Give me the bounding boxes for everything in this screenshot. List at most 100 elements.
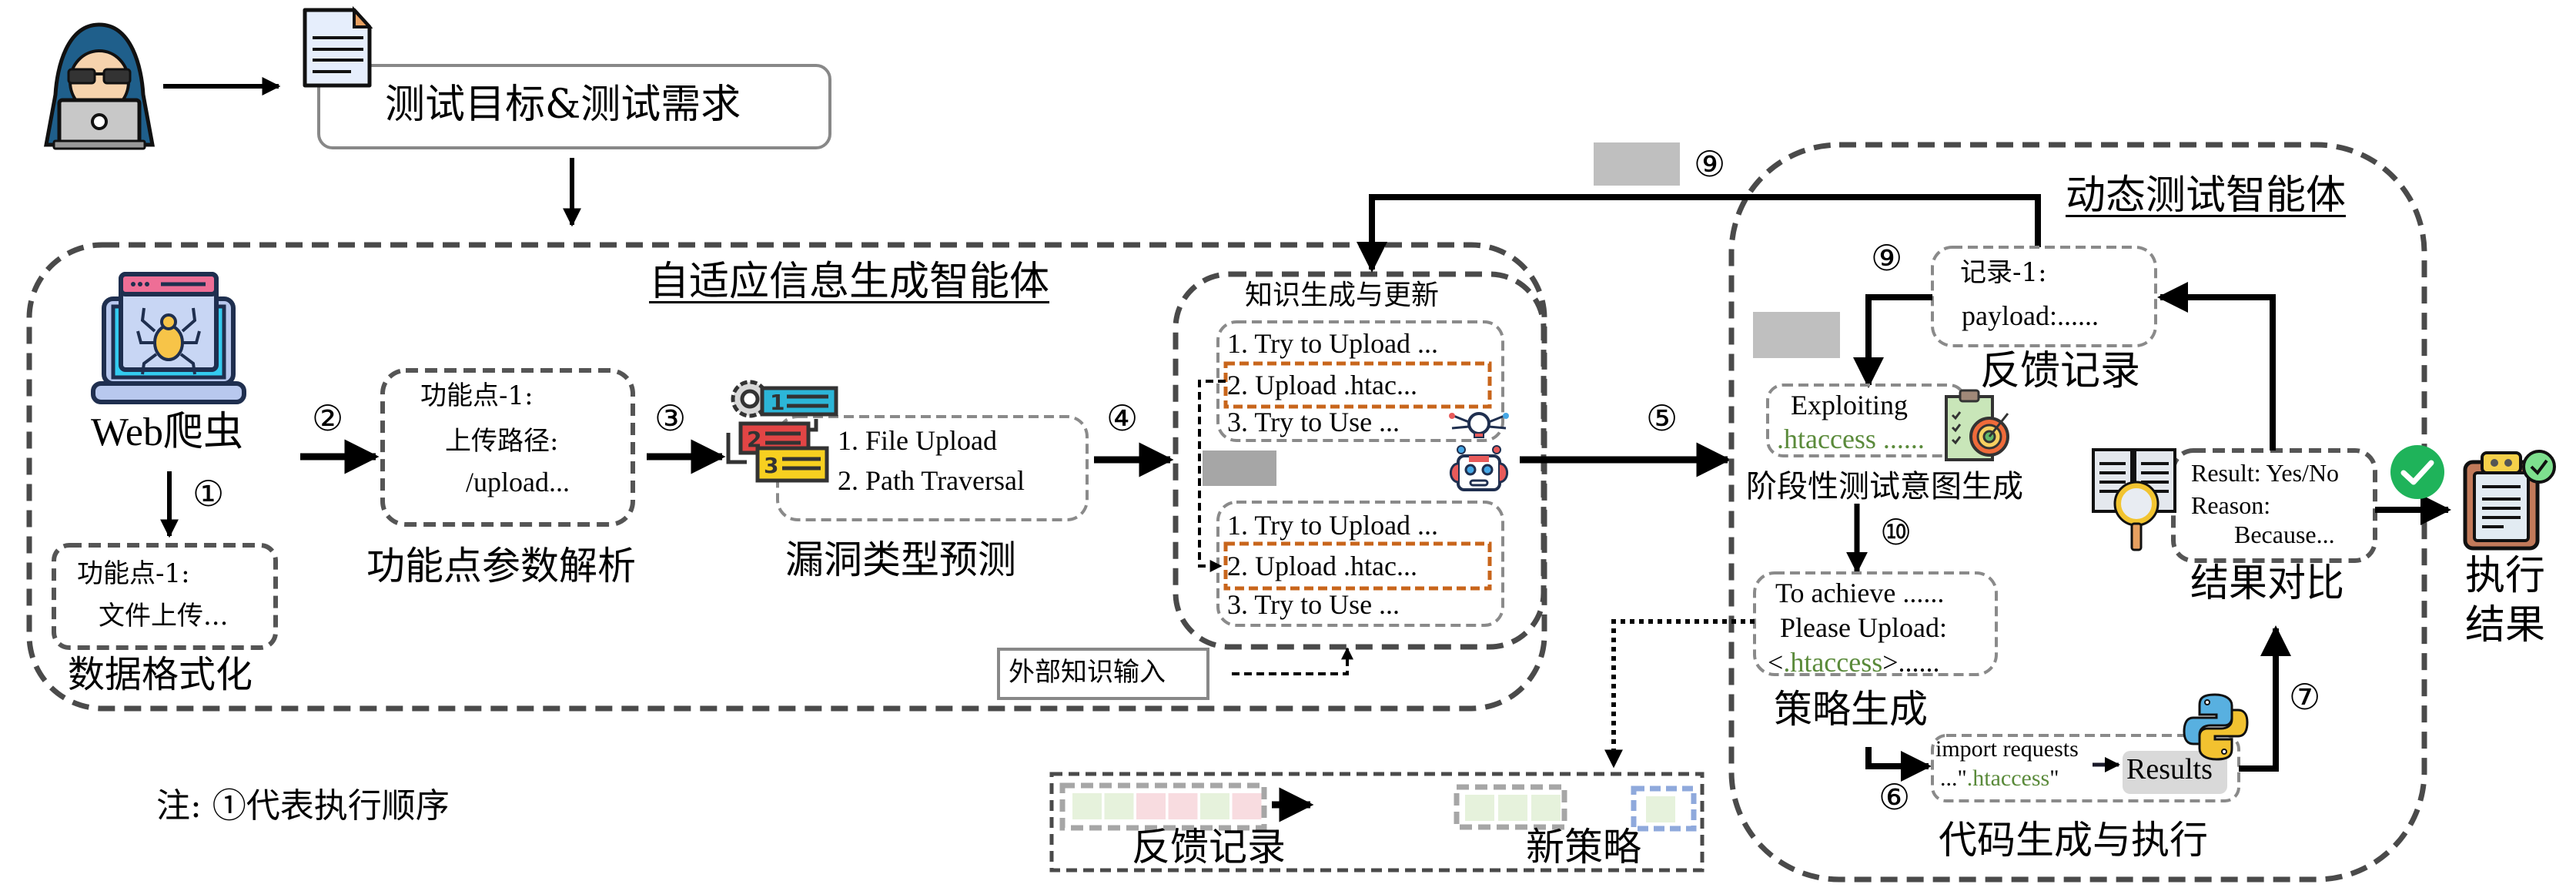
data-format-box: [52, 543, 278, 650]
dynamic-agent-title: 动态测试智能体: [2066, 173, 2347, 219]
clipboard-target-icon: [1945, 389, 2009, 461]
code-caption: 代码生成与执行: [1939, 818, 2208, 863]
knowledge-list-b-highlight: [1223, 541, 1492, 591]
spider-browser-icon: [91, 272, 246, 404]
code-line2-post: ": [2049, 765, 2059, 791]
input-title: 测试目标&测试需求: [385, 82, 741, 128]
code-box: [1931, 734, 2240, 802]
code-line1: import requests: [1935, 736, 2079, 762]
arrow-step6: [1865, 747, 1932, 782]
knowledge-b-2: 2. Upload .htac...: [1227, 551, 1417, 581]
panel-left-caption: 反馈记录: [1132, 825, 1286, 869]
strategy-line2: Please Upload:: [1780, 612, 1947, 643]
document-icon: [303, 5, 373, 88]
knowledge-a-1: 1. Try to Upload ...: [1227, 328, 1439, 359]
external-input-arrow: [1232, 647, 1353, 675]
feedback-cell-success: [1104, 793, 1134, 819]
bottom-panel-box: [1049, 772, 1705, 873]
step-6: ⑥: [1878, 776, 1911, 818]
svg-text:2: 2: [747, 427, 761, 452]
arrow-step9-to-knowledge: [1357, 194, 2041, 273]
vuln-caption: 漏洞类型预测: [785, 538, 1016, 582]
feedback-cell-success: [1072, 793, 1102, 819]
intent-caption: 阶段性测试意图生成: [1746, 469, 2023, 504]
compare-line1: Result: Yes/No: [2191, 459, 2340, 487]
step-2: ②: [312, 397, 344, 439]
step-5: ⑤: [1646, 397, 1678, 439]
strategy-cell-success: [1531, 795, 1561, 821]
feedback-cell-fail: [1232, 793, 1262, 819]
strategy-caption: 策略生成: [1774, 687, 1928, 732]
hacker-icon: [43, 22, 156, 150]
vuln-item-2: 2. Path Traversal: [838, 465, 1025, 496]
compare-caption: 结果对比: [2190, 561, 2344, 605]
arrow-step9-to-intent: [1853, 294, 1932, 388]
results-chip-bg: [2123, 751, 2227, 794]
arrow-step8-to-feedback: [2157, 282, 2276, 451]
redacted-block-2: [1594, 142, 1680, 186]
panel-right-caption: 新策略: [1526, 825, 1641, 869]
feedback-caption: 反馈记录: [1980, 348, 2141, 394]
result-caption-1: 执行: [2465, 553, 2546, 599]
feedback-line1: 记录-1:: [1960, 257, 2047, 288]
knowledge-a-2: 2. Upload .htac...: [1227, 370, 1417, 400]
vuln-item-1: 1. File Upload: [838, 425, 997, 456]
bottom-new-group: [1631, 785, 1697, 832]
svg-text:3: 3: [764, 453, 778, 478]
param-parse-box: [380, 368, 635, 527]
compare-line3: Because...: [2234, 521, 2335, 548]
strategy-line3-ext: .htaccess: [1783, 647, 1883, 678]
crawler-label: Web爬虫: [91, 410, 243, 454]
intent-line2: .htaccess ......: [1777, 424, 1925, 454]
knowledge-list-a-box: [1216, 320, 1504, 442]
step-9-inner: ⑨: [1871, 237, 1903, 279]
knowledge-update-connector: [1198, 380, 1226, 572]
external-input-box: [997, 648, 1209, 700]
adaptive-agent-box: [26, 242, 1547, 712]
note: 注: ①代表执行顺序: [156, 786, 450, 826]
intent-box: [1766, 384, 1966, 457]
param-caption: 功能点参数解析: [366, 544, 636, 588]
strategy-line3-pre: <: [1768, 647, 1784, 678]
feedback-line2: payload:......: [1962, 300, 2099, 331]
document-magnifier-icon: [2092, 448, 2176, 551]
result-caption-2: 结果: [2465, 602, 2546, 648]
step-9-top: ⑨: [1694, 143, 1726, 185]
external-input-label: 外部知识输入: [1009, 657, 1166, 688]
data-format-line2: 文件上传...: [99, 601, 229, 631]
knowledge-title: 知识生成与更新: [1245, 280, 1440, 311]
compare-line2: Reason:: [2191, 491, 2271, 519]
param-line1: 功能点-1:: [420, 380, 534, 411]
knowledge-b-3: 3. Try to Use ...: [1227, 589, 1400, 620]
step-10: ⑩: [1880, 511, 1912, 553]
python-icon: [2183, 693, 2249, 761]
step-1: ①: [192, 473, 225, 514]
feedback-cell-fail: [1136, 793, 1166, 819]
redacted-block-3: [1753, 312, 1840, 358]
clipboard-check-icon: [2463, 450, 2556, 551]
strategy-line3: <.htaccess>......: [1768, 648, 1940, 676]
strategy-cell-success: [1498, 795, 1527, 821]
bottom-left-cells: [1072, 793, 1262, 819]
intent-line1: Exploiting: [1791, 390, 1908, 420]
input-box: [317, 64, 831, 149]
step-7: ⑦: [2289, 676, 2321, 718]
code-line2-pre: ...": [1940, 765, 1967, 791]
param-line3: /upload...: [466, 467, 570, 497]
code-results: Results: [2126, 753, 2213, 785]
bottom-right-cells: [1465, 795, 1675, 822]
strategy-cell-success: [1465, 795, 1494, 821]
code-line2-ext: .htaccess: [1966, 765, 2050, 791]
feedback-cell-fail: [1168, 793, 1198, 819]
knowledge-b-1: 1. Try to Upload ...: [1227, 510, 1439, 541]
knowledge-list-a-highlight: [1223, 361, 1492, 409]
check-circle-icon: [2390, 445, 2444, 499]
code-line2: ...".htaccess": [1940, 767, 2059, 790]
param-line2: 上传路径:: [445, 426, 559, 457]
data-format-line1: 功能点-1:: [77, 558, 190, 589]
svg-text:1: 1: [770, 390, 785, 415]
ai-robot-icon: [1449, 412, 1509, 491]
redacted-block-1: [1203, 451, 1276, 486]
knowledge-a-3: 3. Try to Use ...: [1227, 407, 1400, 437]
strategy-line3-post: >......: [1882, 647, 1940, 678]
